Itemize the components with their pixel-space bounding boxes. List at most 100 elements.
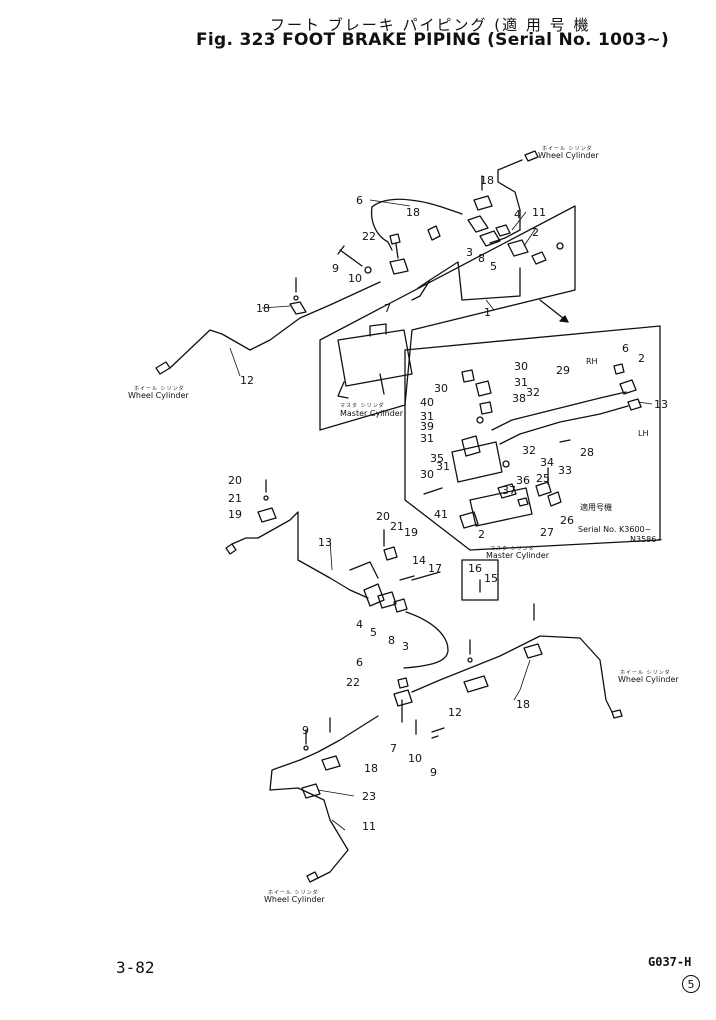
part-number: 18 xyxy=(480,174,494,187)
wheel-cylinder-jp-label: ホイール シリンダ xyxy=(268,889,319,896)
part-number: 21 xyxy=(228,492,242,505)
wheel-cylinder-jp-label: ホイール シリンダ xyxy=(134,385,185,392)
inset-outline xyxy=(404,325,661,551)
part-number: 11 xyxy=(362,820,376,833)
page-number: 3-82 xyxy=(116,958,155,977)
tee-fitting-top xyxy=(389,258,409,275)
wheel-cylinder-label: Wheel Cylinder xyxy=(618,675,679,684)
part-number: 4 xyxy=(514,208,521,221)
part-number: 13 xyxy=(318,536,332,549)
part-number: 18 xyxy=(406,206,420,219)
rh-label: RH xyxy=(586,357,598,366)
pipe-29 xyxy=(491,391,627,431)
pipe-11-top xyxy=(497,159,523,231)
inset-outline-top xyxy=(319,205,576,431)
part-number: 7 xyxy=(390,742,397,755)
part-number: 30 xyxy=(514,360,528,373)
part-number: 19 xyxy=(404,526,418,539)
part-number: 21 xyxy=(390,520,404,533)
part-number: 30 xyxy=(434,382,448,395)
part-number: 6 xyxy=(356,656,363,669)
part-number: 15 xyxy=(484,572,498,585)
pipe-28 xyxy=(499,405,629,445)
pipe-13 xyxy=(349,589,369,599)
part-number: 4 xyxy=(356,618,363,631)
wheel-cylinder-jp-label: ホイール シリンダ xyxy=(620,669,671,676)
part-number: 20 xyxy=(376,510,390,523)
part-number: 11 xyxy=(532,206,546,219)
title-japanese: フート ブレーキ パイピング (適 用 号 機 xyxy=(270,16,591,34)
part-number: 18 xyxy=(516,698,530,711)
master-cylinder-jp-label: マスタ シリンダ xyxy=(340,402,385,409)
part-number: 38 xyxy=(512,392,526,405)
part-number: 12 xyxy=(240,374,254,387)
part-number: 2 xyxy=(478,528,485,541)
master-cylinder-label: Master Cylinder xyxy=(486,551,550,560)
part-number: 22 xyxy=(346,676,360,689)
part-number: 31 xyxy=(420,432,434,445)
inset-box-15-16 xyxy=(461,559,499,601)
serial-jp-label: 適用号機 xyxy=(580,502,612,512)
part-number: 31 xyxy=(436,460,450,473)
title-english: Fig. 323 FOOT BRAKE PIPING (Serial No. 1… xyxy=(196,30,670,50)
hose-6-bottom xyxy=(403,611,449,669)
serial-line-2: N3586~ xyxy=(630,535,663,544)
part-number: 19 xyxy=(228,508,242,521)
part-number: 20 xyxy=(228,474,242,487)
part-number: 5 xyxy=(490,260,497,273)
part-number: 14 xyxy=(412,554,426,567)
part-number: 41 xyxy=(434,508,448,521)
wheel-cylinder-label: Wheel Cylinder xyxy=(128,391,189,400)
revision-badge: 5 xyxy=(682,975,700,993)
part-number: 28 xyxy=(580,446,594,459)
part-number: 2 xyxy=(638,352,645,365)
part-number: 18 xyxy=(256,302,270,315)
part-number: 9 xyxy=(332,262,339,275)
part-number: 5 xyxy=(370,626,377,639)
part-number: 35 xyxy=(430,452,444,465)
document-code: G037-H xyxy=(648,955,692,969)
tee-fitting-bottom xyxy=(393,689,413,707)
master-cylinder-inset xyxy=(451,441,503,483)
part-number: 8 xyxy=(388,634,395,647)
part-number: 31 xyxy=(514,376,528,389)
part-number: 25 xyxy=(536,472,550,485)
part-number: 13 xyxy=(654,398,668,411)
part-number: 30 xyxy=(420,468,434,481)
serial-line-1: Serial No. K3600~ xyxy=(578,525,651,534)
pipe-11-bottom xyxy=(269,715,379,879)
part-number: 31 xyxy=(420,410,434,423)
part-number: 8 xyxy=(478,252,485,265)
part-number: 34 xyxy=(540,456,554,469)
part-number: 3 xyxy=(466,246,473,259)
part-number: 29 xyxy=(556,364,570,377)
part-number: 12 xyxy=(448,706,462,719)
part-number: 9 xyxy=(302,724,309,737)
master-cylinder-top xyxy=(337,329,413,387)
part-number: 16 xyxy=(468,562,482,575)
part-number: 10 xyxy=(348,272,362,285)
pipe-top-right xyxy=(489,229,521,244)
part-number: 40 xyxy=(420,396,434,409)
hose-6-top xyxy=(371,198,463,215)
master-cylinder-jp-label: マスタ シリンダ xyxy=(490,545,535,552)
union-fitting-bottom xyxy=(363,583,385,607)
part-number: 32 xyxy=(526,386,540,399)
pipe-12-bottom xyxy=(411,635,613,713)
wheel-cylinder-label: Wheel Cylinder xyxy=(538,151,599,160)
pipe-1 xyxy=(417,261,521,301)
wheel-cylinder-fitting-top xyxy=(524,150,539,162)
part-number: 6 xyxy=(356,194,363,207)
part-number: 32 xyxy=(522,444,536,457)
part-number: 9 xyxy=(430,766,437,779)
part-number: 33 xyxy=(558,464,572,477)
part-number: 3 xyxy=(402,640,409,653)
lh-label: LH xyxy=(638,429,648,438)
pipe-12-top xyxy=(169,281,381,369)
part-number: 7 xyxy=(384,302,391,315)
wheel-cylinder-jp-label: ホイール シリンダ xyxy=(542,145,593,152)
part-number: 27 xyxy=(540,526,554,539)
part-number: 23 xyxy=(362,790,376,803)
part-number: 10 xyxy=(408,752,422,765)
